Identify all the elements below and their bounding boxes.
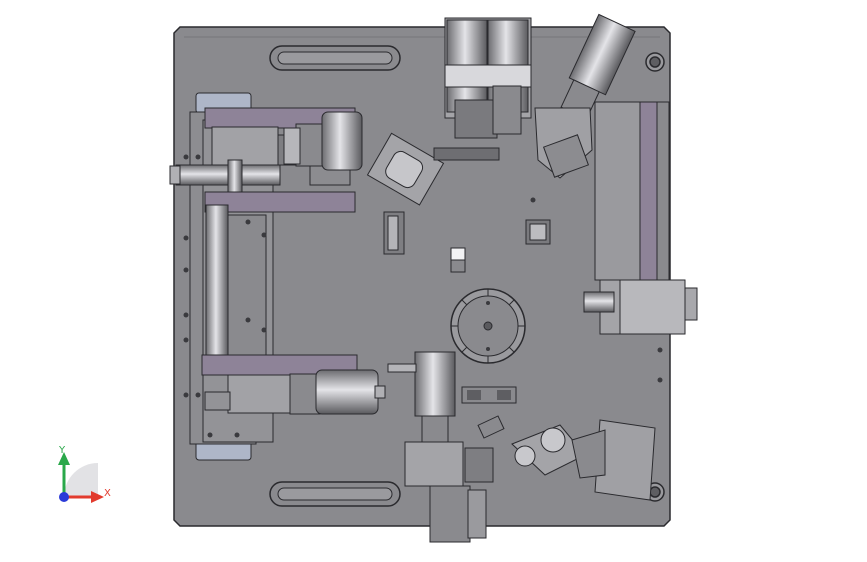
center-bar	[433, 147, 500, 161]
center-bracket	[383, 211, 405, 255]
x-axis-label: X	[104, 488, 111, 499]
bottom-left-motor[interactable]	[289, 369, 386, 415]
screw-holes	[183, 154, 663, 438]
center-square	[525, 219, 551, 245]
x-axis-arrow-icon	[91, 491, 104, 503]
angled-block[interactable]	[366, 132, 445, 206]
bottom-slot	[269, 481, 401, 507]
top-right-gripper[interactable]	[534, 107, 593, 179]
bottom-center-cylinder[interactable]	[387, 351, 494, 543]
right-rail[interactable]	[594, 101, 670, 303]
top-slot	[269, 45, 401, 71]
y-axis-arrow-icon	[58, 452, 70, 465]
top-center-cylinder[interactable]	[444, 17, 532, 139]
z-axis-dot	[59, 492, 69, 502]
vertical-guide-rod[interactable]	[205, 204, 229, 356]
center-pin	[450, 247, 466, 273]
bottom-left-slide[interactable]	[201, 354, 358, 414]
bottom-center-block	[461, 386, 517, 439]
bottom-right-linkage[interactable]	[511, 419, 656, 501]
orientation-triad: Y X	[58, 445, 111, 503]
rotary-disc[interactable]	[450, 288, 526, 364]
top-left-motor[interactable]	[283, 111, 363, 171]
y-axis-label: Y	[58, 445, 66, 456]
right-motor-block[interactable]	[583, 279, 698, 335]
